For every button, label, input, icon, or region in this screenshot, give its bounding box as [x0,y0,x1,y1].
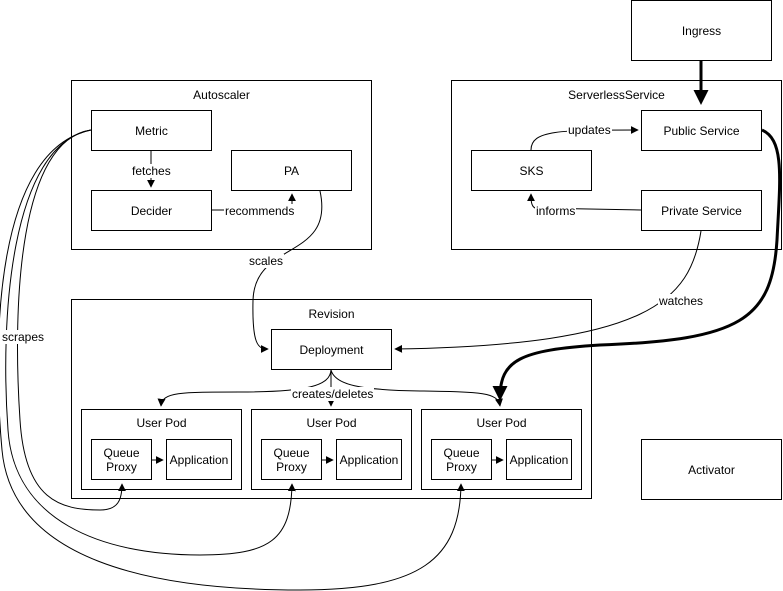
deployment-label: Deployment [299,342,364,357]
application-2-label: Application [339,452,399,467]
activator-node[interactable]: Activator [641,439,782,500]
edge-label-informs: informs [535,204,577,218]
pa-label: PA [283,163,300,178]
queue-proxy-3-label: Queue Proxy [443,445,480,474]
sks-label: SKS [519,163,544,178]
user-pod-2-title: User Pod [306,416,357,430]
private-service-label: Private Service [661,203,742,218]
queue-proxy-3[interactable]: Queue Proxy [431,439,492,480]
user-pod-3-title: User Pod [476,416,527,430]
metric-node[interactable]: Metric [91,110,212,151]
private-service-node[interactable]: Private Service [641,190,762,231]
user-pod-1-title: User Pod [136,416,187,430]
edge-scrapes-2 [5,129,296,556]
public-service-label: Public Service [663,123,740,138]
queue-proxy-2[interactable]: Queue Proxy [261,439,322,480]
revision-title: Revision [308,307,355,321]
application-1-label: Application [169,452,229,467]
public-service-node[interactable]: Public Service [641,110,762,151]
application-1[interactable]: Application [166,439,232,480]
edge-updates [530,126,639,151]
edge-scrapes-1 [17,129,126,511]
ingress-node[interactable]: Ingress [631,0,772,61]
edge-label-updates: updates [567,123,612,137]
edge-label-fetches: fetches [131,164,172,178]
edge-label-recommends: recommends [224,204,296,218]
edge-label-scales: scales [248,254,285,268]
edge-watches [394,230,702,353]
edge-label-creates-deletes: creates/deletes [291,387,375,401]
application-2[interactable]: Application [336,439,402,480]
edge-scales [252,190,323,353]
edge-label-watches: watches [658,294,705,308]
decider-node[interactable]: Decider [91,190,212,231]
edge-creates-pod-3 [330,369,503,407]
edge-creates-pod-1 [157,369,332,407]
queue-proxy-1[interactable]: Queue Proxy [91,439,152,480]
edge-scrapes-3 [0,129,465,591]
application-3-label: Application [509,452,569,467]
sks-node[interactable]: SKS [471,150,592,191]
ingress-label: Ingress [681,23,722,38]
serverless-service-title: ServerlessService [568,88,665,102]
edge-informs [527,193,642,211]
metric-label: Metric [135,123,168,138]
edge-public-pod3 [492,128,782,401]
queue-proxy-1-label: Queue Proxy [103,445,140,474]
pa-node[interactable]: PA [231,150,352,191]
deployment-node[interactable]: Deployment [271,329,392,370]
queue-proxy-2-label: Queue Proxy [273,445,310,474]
decider-label: Decider [130,203,173,218]
edge-label-scrapes: scrapes [1,330,46,344]
autoscaler-title: Autoscaler [193,88,250,102]
activator-label: Activator [688,462,735,477]
application-3[interactable]: Application [506,439,572,480]
